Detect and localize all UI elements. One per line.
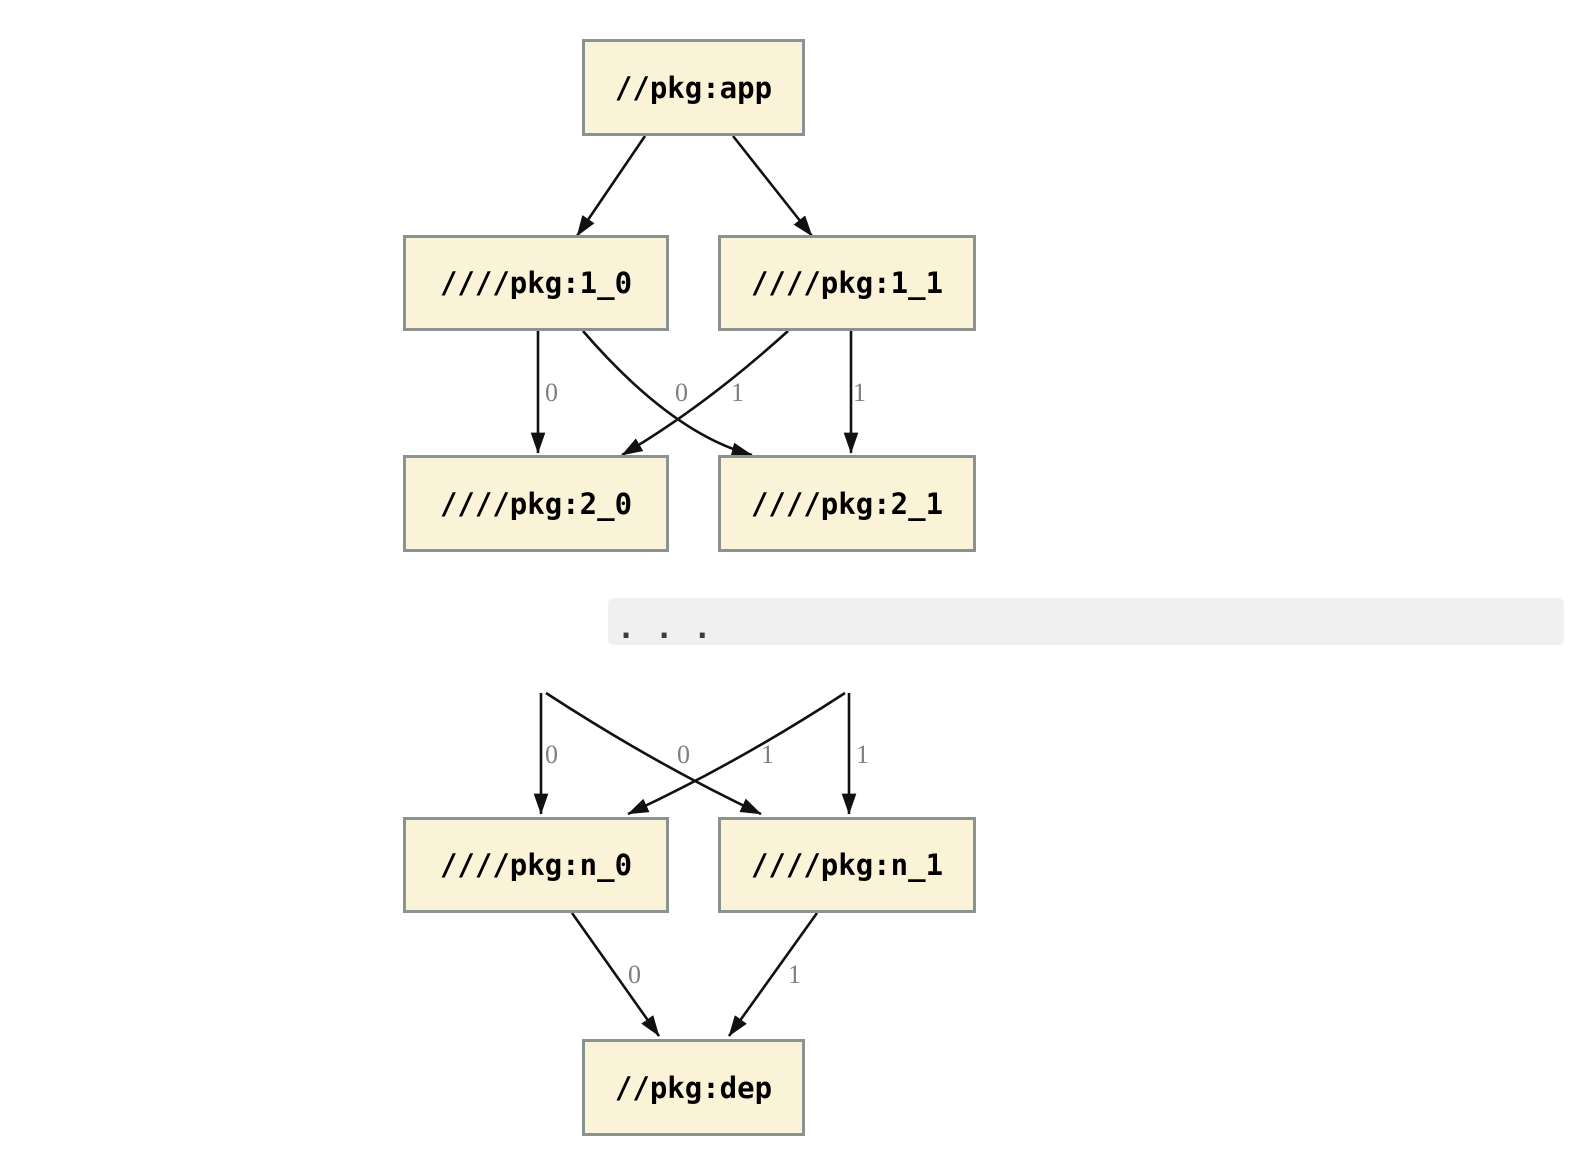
- edge-label: 1: [856, 740, 869, 769]
- edge-label: 0: [545, 740, 558, 769]
- ellipsis-text: . . .: [617, 611, 713, 646]
- edge-label: 1: [788, 960, 801, 989]
- edge-n_0-to-dep: [570, 912, 661, 1037]
- node-pkg-1_0: ////pkg:1_0: [403, 235, 669, 331]
- edge-elided-to-n_0-cross: [627, 691, 846, 816]
- edge-label: 0: [628, 960, 641, 989]
- edge-app-to-1_1: [731, 135, 814, 237]
- node-pkg-n_1: ////pkg:n_1: [718, 817, 976, 913]
- edge-1_1-to-2_0: [621, 330, 789, 457]
- node-pkg-2_0: ////pkg:2_0: [403, 455, 669, 552]
- edge-label: 1: [731, 378, 744, 407]
- edge-elided-to-n_1-cross: [545, 691, 762, 816]
- edge-label: 1: [853, 378, 866, 407]
- edge-label: 0: [677, 740, 690, 769]
- edge-n_1-to-dep: [727, 912, 819, 1037]
- node-pkg-app: //pkg:app: [582, 39, 805, 136]
- edge-label: 1: [761, 740, 774, 769]
- node-pkg-dep: //pkg:dep: [582, 1039, 805, 1136]
- node-pkg-n_0: ////pkg:n_0: [403, 817, 669, 913]
- edge-label: 0: [545, 378, 558, 407]
- edge-label: 0: [675, 378, 688, 407]
- node-pkg-2_1: ////pkg:2_1: [718, 455, 976, 552]
- edge-app-to-1_0: [575, 135, 647, 237]
- node-pkg-1_1: ////pkg:1_1: [718, 235, 976, 331]
- elided-layers-band: [608, 598, 1564, 645]
- edge-1_0-to-2_1: [582, 330, 753, 457]
